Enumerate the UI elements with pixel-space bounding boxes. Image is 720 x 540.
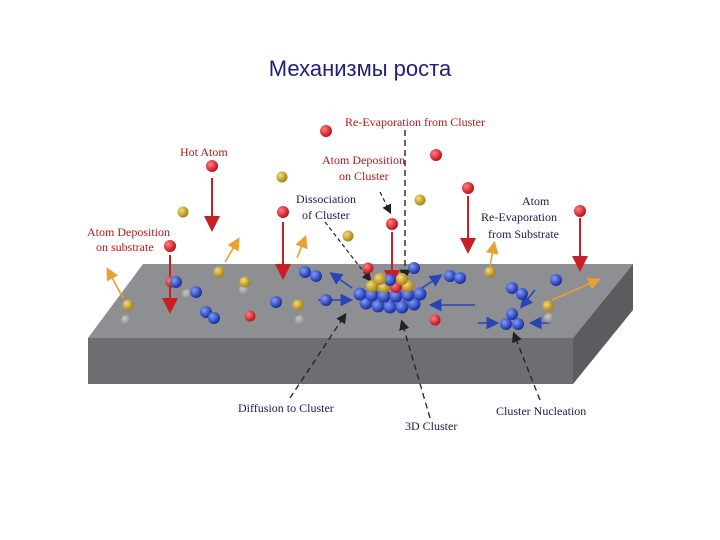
cluster-3d bbox=[353, 273, 427, 314]
cluster-nucleation bbox=[500, 308, 524, 330]
label-diffusion-to-cluster: Diffusion to Cluster bbox=[238, 401, 334, 415]
substrate-side bbox=[573, 264, 633, 384]
label-dissociation-1: Dissociation bbox=[296, 192, 356, 206]
label-atom-deposition-substrate-1: Atom Deposition bbox=[87, 225, 170, 239]
label-hot-atom: Hot Atom bbox=[180, 145, 228, 159]
leader-lines bbox=[289, 130, 541, 419]
label-atom-re-evap-1: Atom bbox=[522, 194, 550, 208]
ghost-atoms bbox=[121, 285, 554, 325]
label-dissociation-2: of Cluster bbox=[302, 208, 350, 222]
slide-title: Механизмы роста bbox=[268, 56, 452, 81]
label-cluster-nucleation: Cluster Nucleation bbox=[496, 404, 586, 418]
label-atom-re-evap-3: from Substrate bbox=[488, 227, 559, 241]
airborne-hot-atoms bbox=[164, 125, 586, 252]
diffusion-arrows bbox=[318, 272, 550, 330]
substrate-front bbox=[88, 338, 573, 384]
re-evaporation-arrows bbox=[106, 235, 601, 301]
label-re-evaporation-cluster: Re-Evaporation from Cluster bbox=[345, 115, 485, 129]
label-atom-deposition-cluster-2: on Cluster bbox=[339, 169, 389, 183]
label-atom-deposition-cluster-1: Atom Deposition bbox=[322, 153, 405, 167]
label-atom-deposition-substrate-2: on substrate bbox=[96, 240, 154, 254]
surface-atoms bbox=[122, 262, 562, 326]
label-atom-re-evap-2: Re-Evaporation bbox=[481, 210, 557, 224]
label-3d-cluster: 3D Cluster bbox=[405, 419, 457, 433]
airborne-gold-atoms bbox=[177, 171, 426, 242]
